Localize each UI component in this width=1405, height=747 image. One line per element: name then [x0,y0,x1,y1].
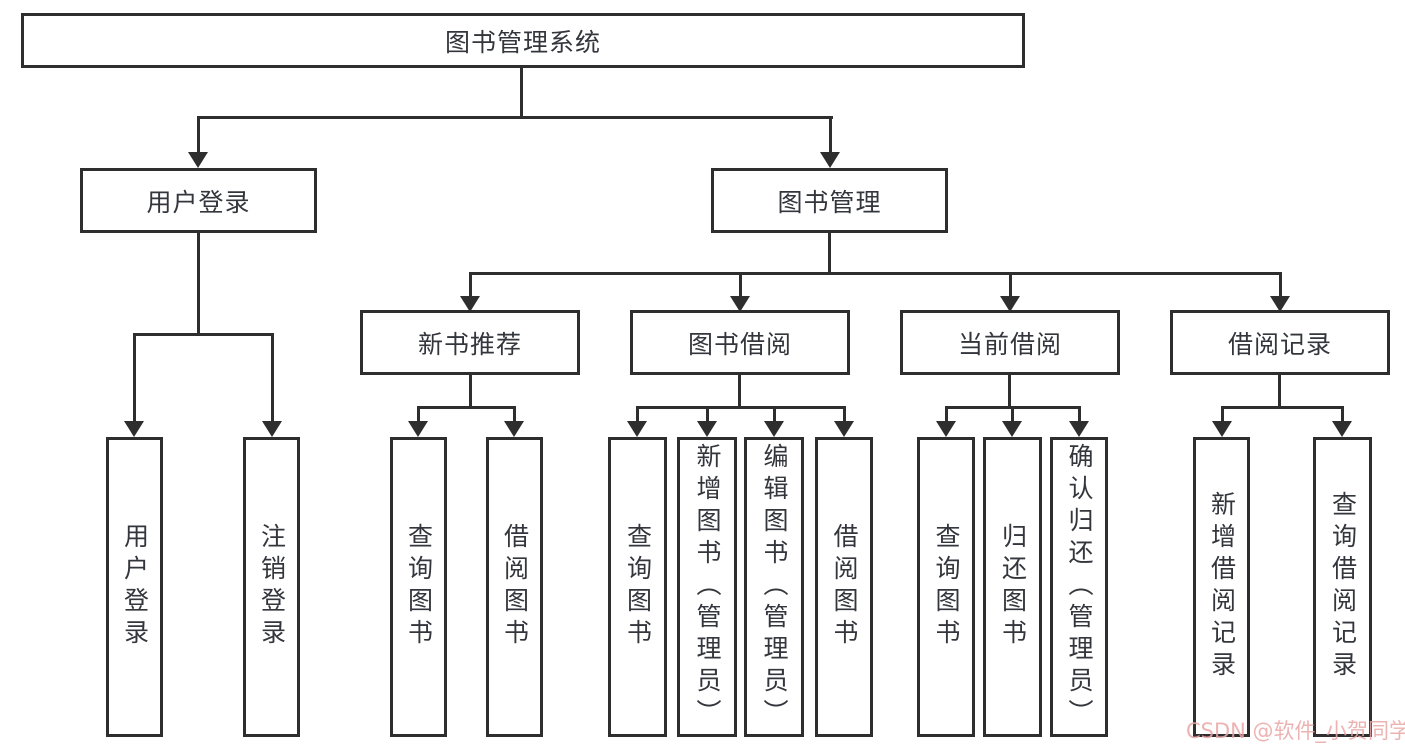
leaf-br-query-record-label: 查询借阅记录 [1328,491,1358,683]
leaf-bb-add-books-admin: 新增图书（管理员） [677,437,737,737]
connector-bookborrow-stem [738,375,741,406]
connector-login-stem [197,233,200,333]
connector-root-stem [520,68,523,116]
connector-mgmt-stem [828,233,831,272]
connector-records-hline [1221,406,1344,409]
leaf-logout-label: 注销登录 [257,523,287,651]
arrow-to-leaf-cb-return [1002,406,1022,437]
node-root: 图书管理系统 [21,13,1025,68]
arrow-to-leaf-user-login [124,333,144,437]
csdn-watermark: CSDN @软件_小贺同学 [1186,719,1405,743]
leaf-nb-query-books-label: 查询图书 [404,523,434,651]
connector-records-stem [1278,375,1281,406]
node-new-book-recommend-label: 新书推荐 [417,329,522,359]
leaf-br-add-record: 新增借阅记录 [1193,437,1250,737]
node-book-borrow: 图书借阅 [630,310,850,375]
arrow-to-leaf-bb-query [627,406,647,437]
arrow-to-leaf-br-add [1212,406,1232,437]
connector-currentborrow-stem [1008,375,1011,406]
arrow-to-leaf-bb-edit [764,406,784,437]
connector-login-hline [133,333,274,336]
connector-bookborrow-hline [636,406,846,409]
arrow-to-leaf-bb-add [697,406,717,437]
arrow-to-user-login [188,116,208,168]
leaf-br-query-record: 查询借阅记录 [1313,437,1372,737]
arrow-to-borrow-records [1270,272,1290,312]
leaf-bb-edit-books-admin: 编辑图书（管理员） [744,437,804,737]
leaf-cb-confirm-return-admin-label: 确认归还（管理员） [1065,443,1094,731]
node-user-login: 用户登录 [80,168,317,233]
leaf-bb-edit-books-admin-label: 编辑图书（管理员） [760,443,789,731]
arrow-to-leaf-bb-borrow [834,406,854,437]
leaf-user-login-label: 用户登录 [120,523,150,651]
leaf-cb-query-books-label: 查询图书 [932,523,961,651]
connector-root-hline [197,116,833,119]
node-current-borrow-label: 当前借阅 [957,329,1062,359]
arrow-to-leaf-cb-query [936,406,956,437]
leaf-bb-add-books-admin-label: 新增图书（管理员） [693,443,722,731]
arrow-to-new-book [460,272,480,312]
arrow-to-book-management [820,116,840,168]
leaf-bb-borrow-books-label: 借阅图书 [830,523,859,651]
connector-mgmt-hline [469,272,1282,275]
node-borrow-records: 借阅记录 [1170,310,1390,375]
leaf-cb-return-books-label: 归还图书 [998,523,1028,651]
arrow-to-book-borrow [730,272,750,312]
leaf-logout: 注销登录 [243,437,300,737]
leaf-nb-query-books: 查询图书 [390,437,447,737]
leaf-nb-borrow-books-label: 借阅图书 [500,523,530,651]
connector-newbook-hline [417,406,516,409]
leaf-user-login: 用户登录 [106,437,163,737]
node-user-login-label: 用户登录 [146,187,251,217]
arrow-to-leaf-br-query [1332,406,1352,437]
leaf-cb-return-books: 归还图书 [983,437,1042,737]
node-new-book-recommend: 新书推荐 [360,310,580,375]
arrow-to-leaf-nb-query [408,406,428,437]
node-book-management-label: 图书管理 [777,187,882,217]
node-borrow-records-label: 借阅记录 [1227,329,1332,359]
connector-newbook-stem [469,375,472,406]
node-current-borrow: 当前借阅 [900,310,1120,375]
arrow-to-leaf-logout [262,333,282,437]
arrow-to-current-borrow [1000,272,1020,312]
leaf-bb-query-books: 查询图书 [608,437,667,737]
leaf-br-add-record-label: 新增借阅记录 [1207,491,1237,683]
arrow-to-leaf-cb-confirm [1069,406,1089,437]
leaf-bb-query-books-label: 查询图书 [623,523,653,651]
leaf-nb-borrow-books: 借阅图书 [486,437,543,737]
arrow-to-leaf-nb-borrow [504,406,524,437]
leaf-cb-confirm-return-admin: 确认归还（管理员） [1050,437,1108,737]
node-book-borrow-label: 图书借阅 [687,329,792,359]
node-root-label: 图书管理系统 [444,27,601,57]
leaf-cb-query-books: 查询图书 [917,437,975,737]
node-book-management: 图书管理 [711,168,948,233]
leaf-bb-borrow-books: 借阅图书 [815,437,873,737]
